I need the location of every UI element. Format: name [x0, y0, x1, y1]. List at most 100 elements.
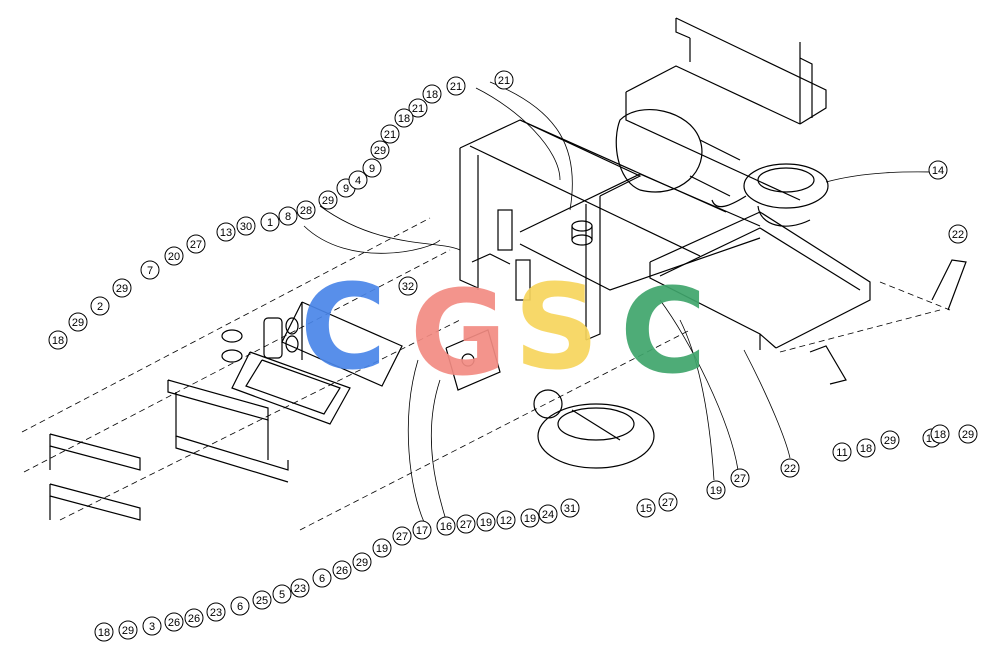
callout-number: 29 [72, 317, 84, 329]
part-callout-25: 25 [252, 590, 272, 610]
callout-number: 19 [376, 543, 388, 555]
callout-circle [94, 622, 114, 642]
part-callout-18: 18 [930, 424, 950, 444]
part-callout-29: 29 [68, 312, 88, 332]
callout-number: 3 [149, 621, 155, 633]
callout-number: 29 [374, 145, 386, 157]
callout-number: 29 [322, 195, 334, 207]
part-callout-13: 13 [216, 222, 236, 242]
part-callout-18: 18 [856, 438, 876, 458]
callout-number: 32 [402, 281, 414, 293]
callout-circle [206, 602, 226, 622]
callout-number: 23 [210, 607, 222, 619]
callout-circle [948, 224, 968, 244]
part-callout-16: 16 [436, 516, 456, 536]
callout-number: 29 [122, 625, 134, 637]
leader-lines [303, 81, 933, 523]
part-callout-4: 4 [348, 170, 368, 190]
callout-circle [164, 246, 184, 266]
part-callout-7: 7 [140, 260, 160, 280]
callout-number: 6 [237, 601, 243, 613]
callout-circle [856, 438, 876, 458]
callout-number: 6 [319, 573, 325, 585]
callout-circle [560, 498, 580, 518]
callout-circle [494, 70, 514, 90]
callout-circle [538, 504, 558, 524]
callout-circle [832, 442, 852, 462]
part-callout-6: 6 [312, 568, 332, 588]
part-callout-12: 12 [496, 510, 516, 530]
callout-circle [370, 140, 390, 160]
part-callout-29: 29 [370, 140, 390, 160]
callout-number: 12 [500, 515, 512, 527]
callout-number: 25 [256, 595, 268, 607]
callout-number: 21 [498, 75, 510, 87]
callout-number: 23 [294, 583, 306, 595]
part-callout-24: 24 [538, 504, 558, 524]
callout-number: 26 [336, 565, 348, 577]
part-callout-20: 20 [164, 246, 184, 266]
callout-number: 7 [147, 265, 153, 277]
callout-circle [48, 330, 68, 350]
part-callout-32: 32 [398, 276, 418, 296]
part-callout-1: 1 [260, 212, 280, 232]
part-callout-27: 27 [730, 468, 750, 488]
callout-number: 27 [662, 497, 674, 509]
callout-number: 20 [168, 251, 180, 263]
callout-number: 18 [934, 429, 946, 441]
part-callout-15: 15 [636, 498, 656, 518]
callout-circle [380, 124, 400, 144]
part-callout-28: 28 [296, 200, 316, 220]
callout-circle [186, 234, 206, 254]
callout-number: 13 [220, 227, 232, 239]
watermark-letter: C [620, 262, 707, 400]
callout-number: 17 [416, 525, 428, 537]
callout-circle [456, 514, 476, 534]
watermark-letter: G [410, 264, 507, 402]
callout-circle [164, 612, 184, 632]
part-callout-19: 19 [706, 480, 726, 500]
part-callout-5: 5 [272, 584, 292, 604]
callout-circle [348, 170, 368, 190]
callout-number: 15 [640, 503, 652, 515]
callout-number: 27 [396, 531, 408, 543]
callout-number: 27 [734, 473, 746, 485]
part-callout-29: 29 [880, 430, 900, 450]
callout-circle [184, 608, 204, 628]
callout-circle [312, 568, 332, 588]
callout-number: 9 [369, 163, 375, 175]
callout-number: 16 [440, 521, 452, 533]
callout-number: 21 [412, 103, 424, 115]
callout-circle [296, 200, 316, 220]
callout-number: 21 [450, 81, 462, 93]
callout-circle [216, 222, 236, 242]
callout-number: 18 [98, 627, 110, 639]
callout-number: 27 [190, 239, 202, 251]
callout-circle [520, 508, 540, 528]
callout-circle [236, 216, 256, 236]
callout-number: 29 [884, 435, 896, 447]
callout-number: 1 [267, 217, 273, 229]
callout-number: 27 [460, 519, 472, 531]
part-callout-29: 29 [118, 620, 138, 640]
callout-circle [446, 76, 466, 96]
part-callout-26: 26 [164, 612, 184, 632]
part-callout-31: 31 [560, 498, 580, 518]
callout-circle [362, 158, 382, 178]
callout-circle [636, 498, 656, 518]
main-frame [459, 17, 871, 350]
watermark-letter: S [514, 258, 599, 396]
callout-circle [436, 516, 456, 536]
part-callout-29: 29 [318, 190, 338, 210]
part-callout-18: 18 [394, 108, 414, 128]
callout-number: 28 [300, 205, 312, 217]
callout-number: 30 [240, 221, 252, 233]
part-callout-18: 18 [94, 622, 114, 642]
callout-number: 19 [480, 517, 492, 529]
part-callout-26: 26 [332, 560, 352, 580]
callout-number: 2 [97, 301, 103, 313]
part-callout-17: 17 [412, 520, 432, 540]
callout-circle [278, 206, 298, 226]
